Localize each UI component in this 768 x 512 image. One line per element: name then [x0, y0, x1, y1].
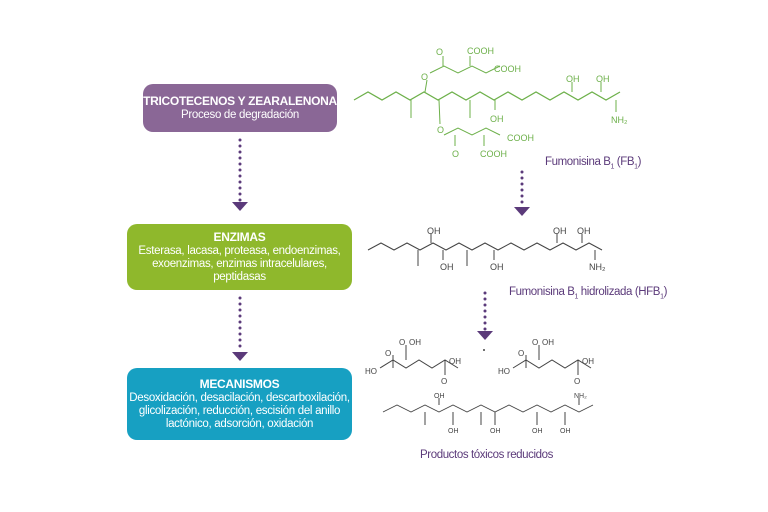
chain-atom-label: OH	[532, 428, 543, 435]
arrow-4-dot	[483, 303, 487, 307]
arrow-4-dot	[483, 327, 487, 331]
chain-atom-label: NH₂	[574, 393, 587, 400]
arrow-2-dot	[238, 344, 242, 348]
acid1-atom-label: O	[399, 338, 405, 347]
chain-atom-label: OH	[448, 428, 459, 435]
fb1-label: Fumonisina B1 (FB1)	[545, 156, 642, 171]
arrow-4-head	[477, 331, 493, 340]
product-chain-backbone	[382, 404, 594, 413]
chain-atom-label: OH	[490, 428, 501, 435]
arrow-1-dot	[238, 180, 242, 184]
arrow-2-dot	[238, 326, 242, 330]
mecanismos-line: Desoxidación, desacilación, descarboxila…	[129, 391, 350, 404]
fb1-ester-top	[429, 65, 501, 74]
fb1-atom-label: OH	[490, 114, 504, 124]
acid1-atom-label: OH	[449, 357, 461, 366]
hfb1-label: Fumonisina B1 hidrolizada (HFB1)	[509, 286, 667, 301]
arrow-3-dot	[520, 176, 524, 180]
arrow-1-dot	[238, 198, 242, 202]
arrow-2-dot	[238, 320, 242, 324]
arrow-1-dot	[238, 162, 242, 166]
fb1-ester-bottom	[443, 127, 501, 136]
arrow-4-dot	[483, 315, 487, 319]
fb1-bond	[424, 79, 428, 93]
arrow-2-dot	[238, 338, 242, 342]
arrow-2-dot	[238, 302, 242, 306]
hfb1-atom-label: OH	[577, 226, 591, 236]
acid1-skeleton	[379, 359, 459, 369]
arrow-4-dot	[483, 309, 487, 313]
acid2-atom-label: OH	[582, 357, 594, 366]
separator-dot	[483, 349, 485, 351]
tricotecenos-subtitle: Proceso de degradación	[180, 108, 300, 121]
acid2-atom-label: O	[574, 377, 580, 386]
enzimas-line: exoenzimas, enzimas intracelulares, pept…	[152, 257, 327, 283]
fb1-atom-label: O	[452, 149, 459, 159]
acid2-skeleton	[512, 359, 592, 369]
arrow-1-dot	[238, 174, 242, 178]
arrow-2-dot	[238, 332, 242, 336]
fb1-backbone	[353, 91, 621, 101]
mecanismos-line: lactónico, adsorción, oxidación	[165, 417, 314, 430]
arrow-1-head	[232, 202, 248, 211]
arrow-1-dot	[238, 138, 242, 142]
fb1-atom-label: COOH	[480, 149, 507, 159]
fb1-atom-label: COOH	[467, 46, 494, 56]
arrow-1-dot	[238, 150, 242, 154]
arrow-1-dot	[238, 144, 242, 148]
arrow-2-dot	[238, 314, 242, 318]
fb1-atom-label: OH	[596, 74, 610, 84]
acid2-atom-label: O	[518, 349, 524, 358]
arrow-3-dot	[520, 194, 524, 198]
hfb1-atom-label: OH	[427, 226, 441, 236]
fb1-atom-label: OH	[566, 74, 580, 84]
acid1-atom-label: OH	[409, 338, 421, 347]
arrow-1-dot	[238, 168, 242, 172]
arrow-3-dot	[520, 170, 524, 174]
fb1-atom-label: O	[437, 125, 444, 135]
arrow-1-dot	[238, 192, 242, 196]
acid2-atom-label: OH	[542, 338, 554, 347]
fb1-atom-label: O	[436, 47, 443, 57]
arrow-4-dot	[483, 291, 487, 295]
fb1-atom-label: O	[421, 72, 428, 82]
mecanismos-box: MECANISMOS Desoxidación, desacilación, d…	[127, 368, 352, 440]
mecanismos-line: glicolización, reducción, escisión del a…	[138, 404, 341, 417]
arrow-3-head	[514, 207, 530, 216]
hfb1-atom-label: NH₂	[589, 262, 606, 272]
enzimas-box: ENZIMAS Esterasa, lacasa, proteasa, endo…	[127, 224, 352, 290]
arrow-3-dot	[520, 182, 524, 186]
enzimas-title: ENZIMAS	[213, 229, 266, 244]
hfb1-atom-label: OH	[440, 262, 454, 272]
fb1-bond	[438, 99, 441, 125]
acid1-atom-label: HO	[365, 367, 377, 376]
hfb1-atom-label: OH	[490, 262, 504, 272]
acid1-atom-label: O	[385, 349, 391, 358]
hfb1-backbone	[367, 242, 603, 251]
acid2-atom-label: O	[532, 338, 538, 347]
arrow-2-head	[232, 352, 248, 361]
enzimas-line: Esterasa, lacasa, proteasa, endoenzimas,	[138, 244, 341, 257]
fb1-atom-label: COOH	[507, 133, 534, 143]
tricotecenos-box: TRICOTECENOS Y ZEARALENONA Proceso de de…	[143, 84, 337, 132]
hfb1-atom-label: OH	[553, 226, 567, 236]
products-label: Productos tóxicos reducidos	[420, 449, 554, 461]
tricotecenos-title: TRICOTECENOS Y ZEARALENONA	[143, 93, 337, 108]
fb1-atom-label: COOH	[494, 64, 521, 74]
fb1-atom-label: NH₂	[611, 115, 628, 125]
arrow-1-dot	[238, 186, 242, 190]
acid1-atom-label: O	[441, 377, 447, 386]
arrow-3-dot	[520, 200, 524, 204]
mecanismos-title: MECANISMOS	[199, 376, 280, 391]
arrow-1-dot	[238, 156, 242, 160]
arrow-4-dot	[483, 321, 487, 325]
arrow-4-dot	[483, 297, 487, 301]
arrow-2-dot	[238, 308, 242, 312]
chain-atom-label: OH	[560, 428, 571, 435]
acid2-atom-label: HO	[498, 367, 510, 376]
chain-atom-label: OH	[434, 393, 445, 400]
arrow-3-dot	[520, 188, 524, 192]
arrow-2-dot	[238, 296, 242, 300]
